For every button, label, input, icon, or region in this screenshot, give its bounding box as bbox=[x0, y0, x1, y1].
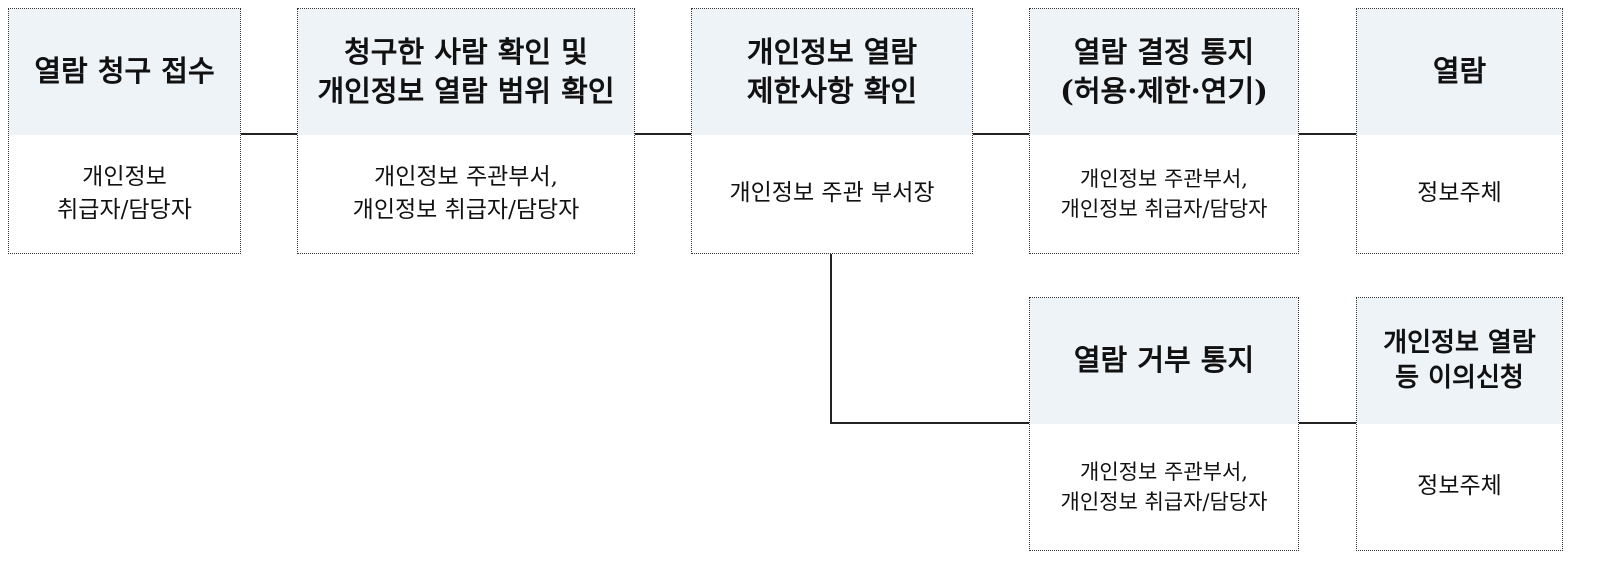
connector-3-refusal-vertical bbox=[830, 254, 832, 424]
step-decision-notice: 열람 결정 통지 (허용·제한·연기) 개인정보 주관부서, 개인정보 취급자/… bbox=[1029, 8, 1299, 254]
step-title: 열람 결정 통지 (허용·제한·연기) bbox=[1030, 9, 1298, 135]
step-title: 열람 bbox=[1357, 9, 1562, 135]
step-title: 개인정보 열람 제한사항 확인 bbox=[692, 9, 972, 135]
step-receive-request: 열람 청구 접수 개인정보 취급자/담당자 bbox=[8, 8, 241, 254]
connector-2-3 bbox=[635, 133, 691, 135]
step-access: 열람 정보주체 bbox=[1356, 8, 1563, 254]
step-objection: 개인정보 열람 등 이의신청 정보주체 bbox=[1356, 297, 1563, 551]
step-actor: 개인정보 주관부서, 개인정보 취급자/담당자 bbox=[352, 163, 580, 223]
step-verify-requester: 청구한 사람 확인 및 개인정보 열람 범위 확인 개인정보 주관부서, 개인정… bbox=[297, 8, 635, 254]
step-title: 열람 청구 접수 bbox=[9, 9, 240, 135]
step-actor: 개인정보 주관부서, 개인정보 취급자/담당자 bbox=[1060, 166, 1268, 221]
connector-refusal-objection bbox=[1299, 422, 1356, 424]
step-actor: 정보주체 bbox=[1417, 473, 1502, 500]
connector-4-5 bbox=[1299, 133, 1356, 135]
connector-3-4 bbox=[973, 133, 1029, 135]
step-refusal-notice: 열람 거부 통지 개인정보 주관부서, 개인정보 취급자/담당자 bbox=[1029, 297, 1299, 551]
step-title: 열람 거부 통지 bbox=[1030, 298, 1298, 424]
connector-3-refusal-horizontal bbox=[830, 422, 1029, 424]
step-title: 개인정보 열람 등 이의신청 bbox=[1357, 298, 1562, 424]
step-actor: 개인정보 취급자/담당자 bbox=[57, 163, 192, 223]
step-actor: 정보주체 bbox=[1417, 180, 1502, 207]
connector-1-2 bbox=[241, 133, 297, 135]
step-actor: 개인정보 주관부서, 개인정보 취급자/담당자 bbox=[1060, 459, 1268, 514]
step-actor: 개인정보 주관 부서장 bbox=[729, 180, 935, 207]
step-check-restrictions: 개인정보 열람 제한사항 확인 개인정보 주관 부서장 bbox=[691, 8, 973, 254]
step-title: 청구한 사람 확인 및 개인정보 열람 범위 확인 bbox=[298, 9, 634, 135]
